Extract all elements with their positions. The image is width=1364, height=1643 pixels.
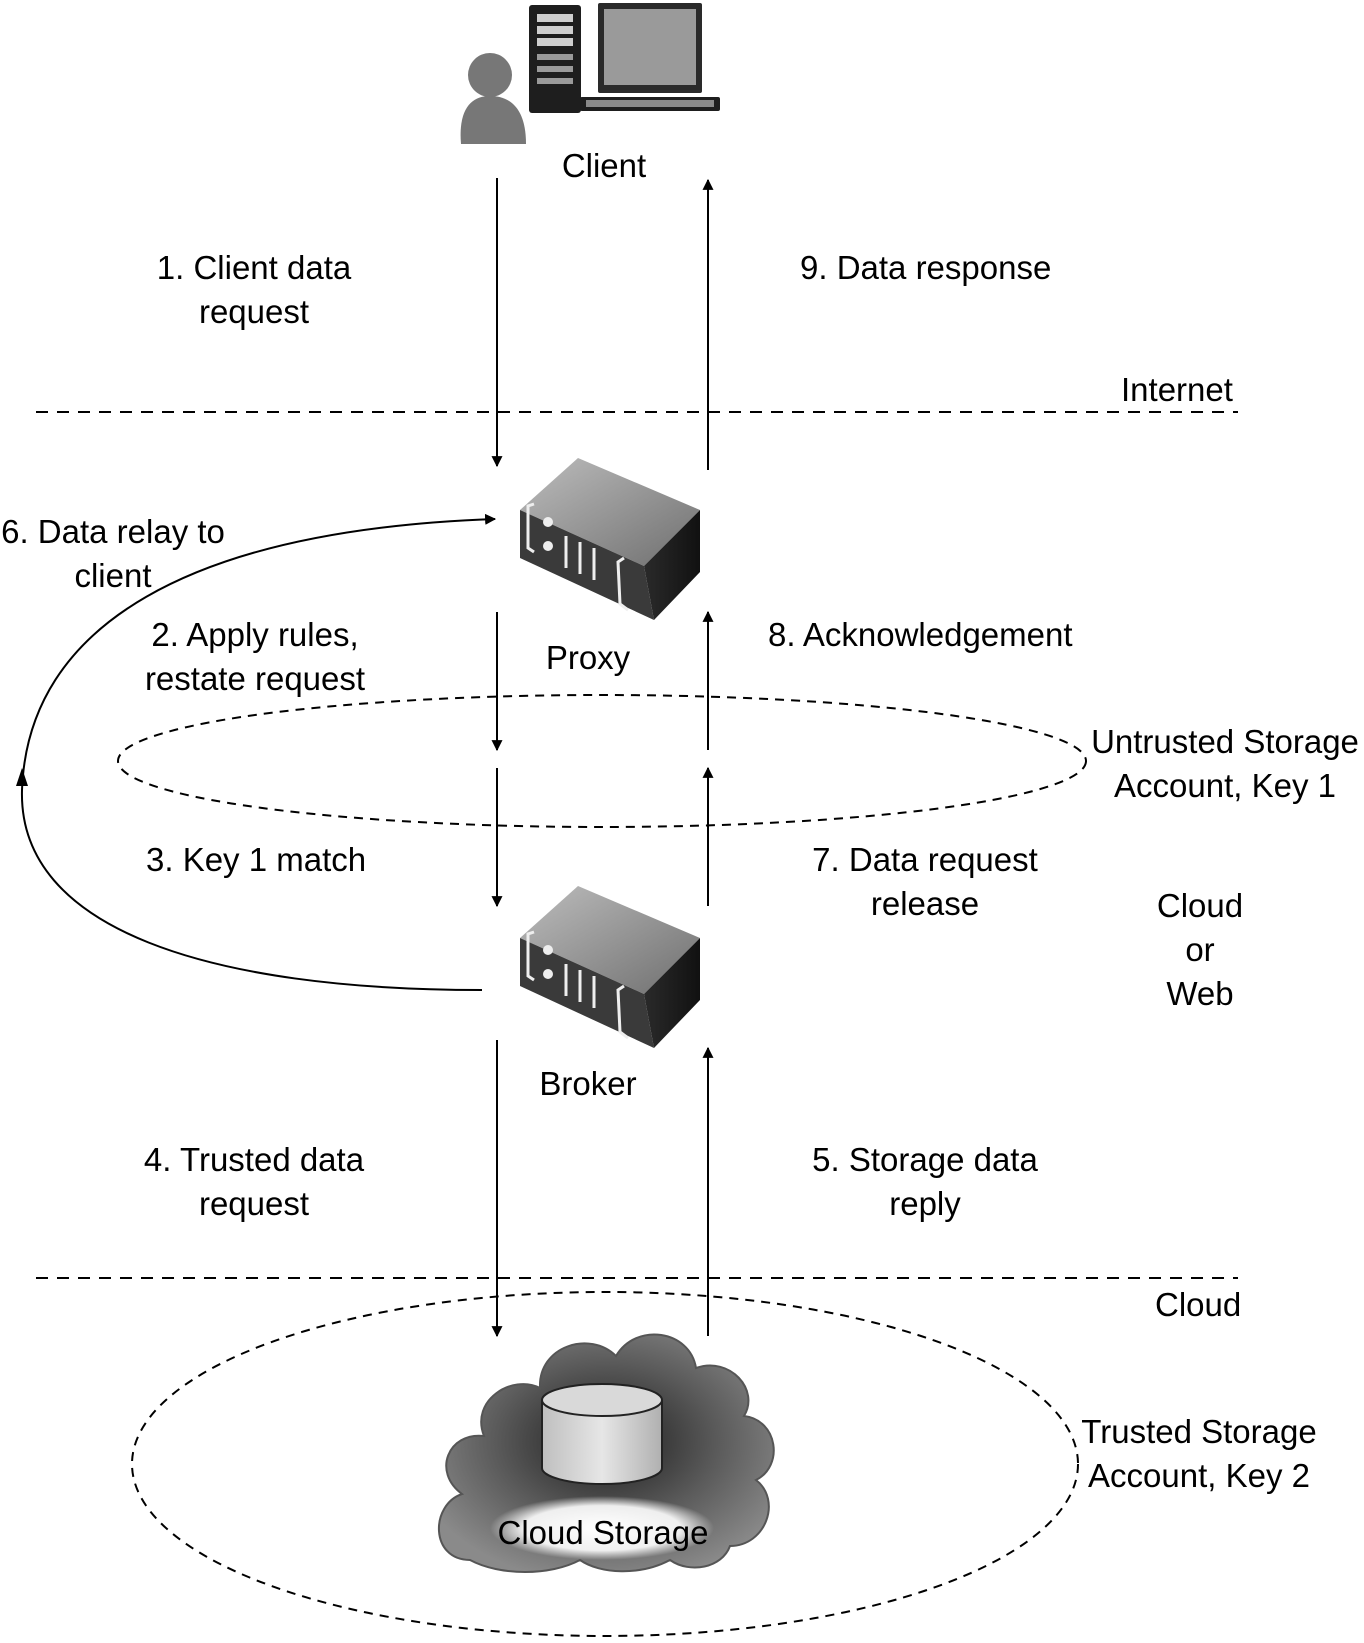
arrow-6-data-relay-to-client [20,789,483,991]
step-1-line-2: request [198,293,310,330]
cloud-or-web-line-2: or [1185,931,1215,968]
step-2-line-1: 2. Apply rules, [151,616,359,653]
step-1-label: 1. Client data request [134,246,374,334]
database-cylinder [541,1400,663,1485]
client-label: Client [561,147,647,184]
step-5-label: 5. Storage data reply [800,1138,1050,1226]
step-3-label: 3. Key 1 match [146,841,367,878]
step-9-label: 9. Data response [800,249,1052,286]
step-2-line-2: restate request [144,660,366,697]
trusted-storage-line-1: Trusted Storage [1081,1413,1317,1450]
step-6-label: 6. Data relay to client [0,510,226,598]
person-body [460,96,526,144]
cloud-zone-label: Cloud [1155,1286,1242,1323]
step-4-line-2: request [198,1185,310,1222]
step-5-line-2: reply [889,1185,961,1222]
untrusted-storage-line-1: Untrusted Storage [1091,723,1359,760]
step-7-line-2: release [870,885,980,922]
cloud-or-web-label: Cloud or Web [1150,884,1250,1016]
cloud-or-web-line-1: Cloud [1156,887,1244,924]
step-2-label: 2. Apply rules, restate request [130,613,380,701]
internet-zone-label: Internet [1121,371,1233,408]
arrow-6-mid-arrowhead [16,768,28,786]
untrusted-storage-ellipse [117,694,1087,828]
proxy-label: Proxy [545,639,631,676]
arrow-6-data-relay-to-client-upper [21,513,497,791]
cloud-storage-icon [438,1333,775,1573]
step-7-line-1: 7. Data request [812,841,1038,878]
step-6-line-2: client [74,557,152,594]
proxy-server-icon [520,458,700,620]
cloud-storage-label: Cloud Storage [497,1514,709,1551]
step-1-line-1: 1. Client data [156,249,352,286]
step-7-label: 7. Data request release [800,838,1050,926]
broker-server-icon [520,886,700,1048]
trusted-storage-line-2: Account, Key 2 [1088,1457,1310,1494]
broker-label: Broker [539,1065,637,1102]
step-8-label: 8. Acknowledgement [768,616,1073,653]
step-5-line-1: 5. Storage data [812,1141,1038,1178]
cloud-or-web-line-3: Web [1166,975,1234,1012]
client-icon [460,3,720,144]
untrusted-storage-label: Untrusted Storage Account, Key 1 [1086,720,1364,808]
step-4-line-1: 4. Trusted data [143,1141,365,1178]
step-4-label: 4. Trusted data request [134,1138,374,1226]
trusted-storage-label: Trusted Storage Account, Key 2 [1074,1410,1324,1498]
step-6-line-1: 6. Data relay to [1,513,225,550]
person-head [468,53,512,97]
untrusted-storage-line-2: Account, Key 1 [1114,767,1336,804]
trusted-storage-ellipse [131,1291,1079,1637]
